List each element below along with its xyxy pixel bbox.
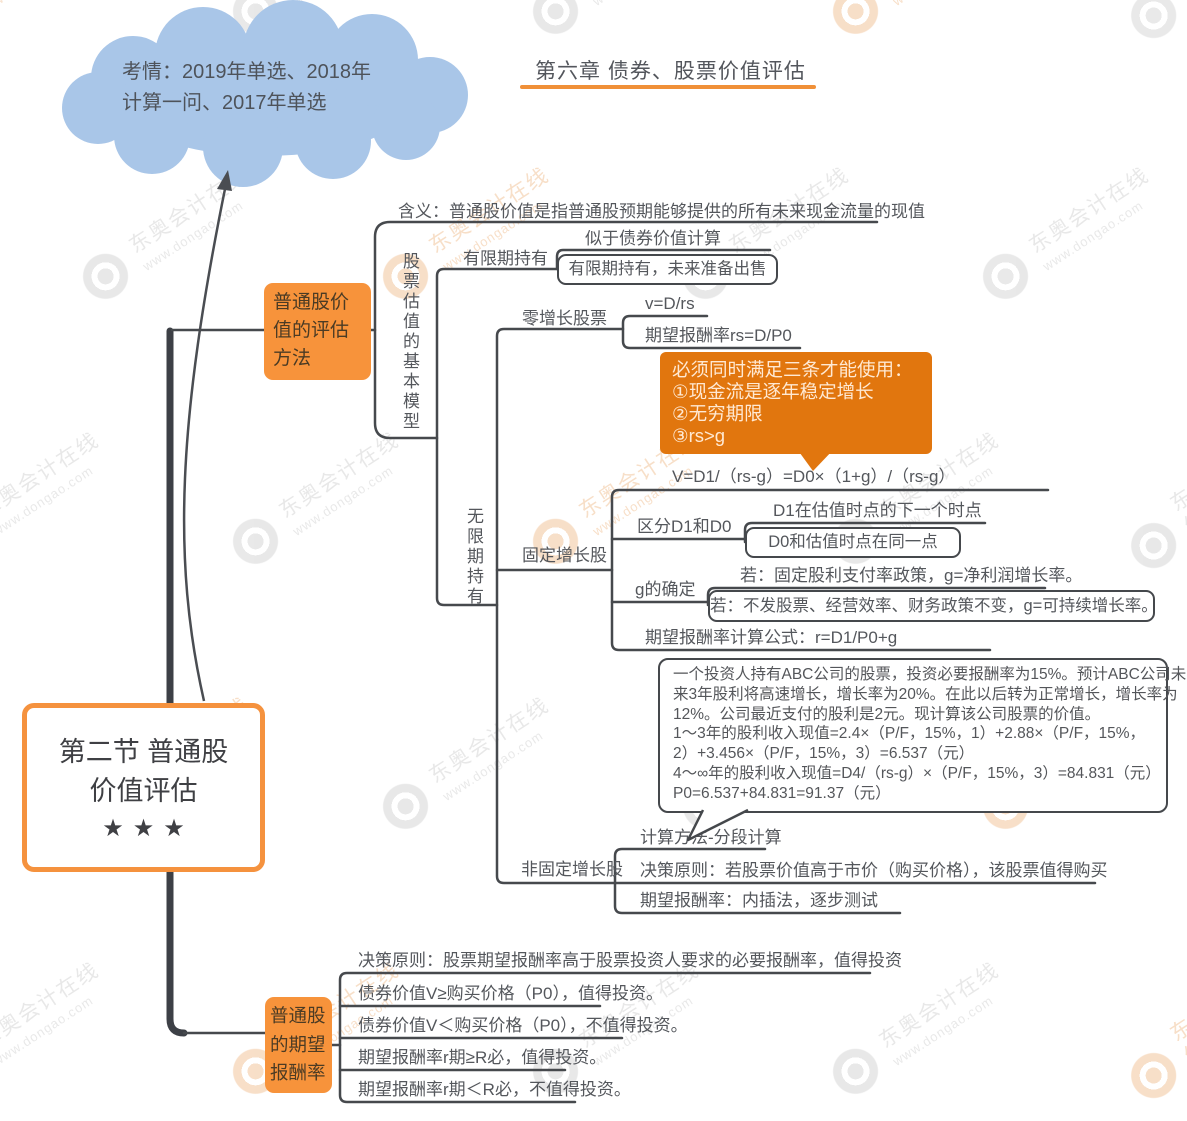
valuation-method-node: 普通股价值的评估方法	[264, 283, 371, 380]
chapter-title-underline	[520, 85, 816, 89]
zero-growth-r-formula: 期望报酬率rs=D/P0	[645, 326, 792, 345]
chapter-title: 第六章 债券、股票价值评估	[535, 60, 806, 83]
example-calculation-bubble: 一个投资人持有ABC公司的股票，投资必要报酬率为15%。预计ABC公司未 来3年…	[658, 658, 1186, 813]
finite-holding-node: 有限期持有	[463, 249, 548, 268]
cloud-arrow-curve	[182, 183, 228, 702]
definition-label: 含义：普通股价值是指普通股预期能够提供的所有未来现金流量的现值	[398, 202, 925, 221]
conditions-callout: 必须同时满足三条才能使用： ①现金流是逐年稳定增长 ②无穷期限 ③rs>g	[660, 352, 932, 454]
trunk-line	[166, 327, 188, 1037]
expected-return-formula: 期望报酬率计算公式：r=D1/P0+g	[645, 628, 898, 647]
nonconstant-decision-label: 决策原则：若股票价值高于市价（购买价格），该股票值得购买	[640, 861, 1108, 880]
infinite-holding-node: 无限期持有	[464, 507, 483, 607]
nonconstant-growth-node: 非固定增长股	[521, 860, 623, 879]
interpolation-label: 期望报酬率：内插法，逐步测试	[640, 891, 878, 910]
rule-bond-ge-label: 债券价值V≥购买价格（P0），值得投资。	[358, 984, 663, 1003]
example-bubble-tail-icon	[686, 808, 749, 842]
g-case2-node: 若：不发股票、经营效率、财务政策不变，g=可持续增长率。	[708, 590, 1158, 622]
exam-note-cloud: 考情：2019年单选、2018年 计算一问、2017年单选	[122, 61, 371, 114]
constant-growth-formula: V=D1/（rs-g）=D0×（1+g）/（rs-g）	[672, 467, 956, 486]
callout-tail-icon	[797, 449, 834, 471]
g-determination-node: g的确定	[635, 580, 696, 599]
d1-d0-node: 区分D1和D0	[637, 517, 732, 536]
return-decision-label: 决策原则：股票期望报酬率高于股票投资人要求的必要报酬率，值得投资	[358, 951, 902, 970]
arrowhead-icon	[217, 170, 232, 191]
rule-bond-lt-label: 债券价值V＜购买价格（P0），不值得投资。	[358, 1016, 688, 1035]
zero-growth-node: 零增长股票	[522, 309, 607, 328]
